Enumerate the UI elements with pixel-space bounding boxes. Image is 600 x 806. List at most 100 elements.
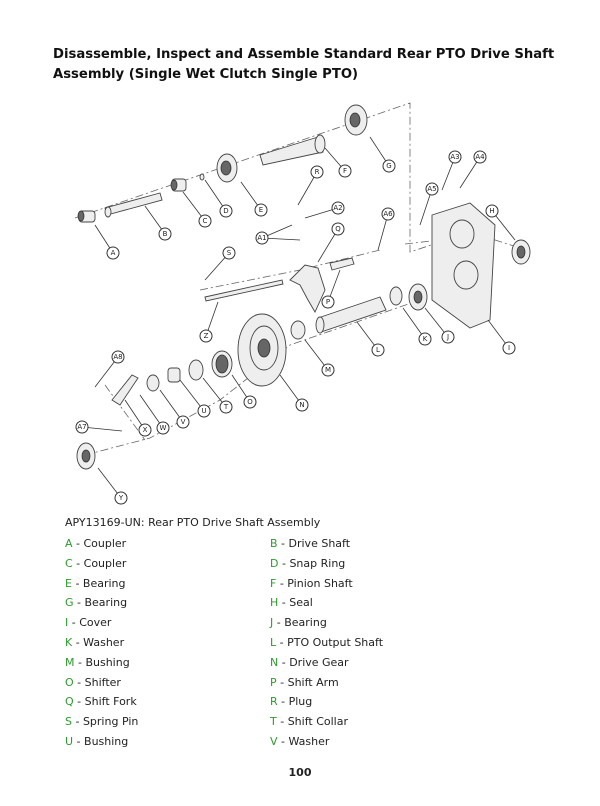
bearing-j	[408, 283, 428, 311]
legend-key: I	[65, 616, 69, 630]
legend-key: L	[270, 635, 277, 649]
legend-item: U - Bushing	[65, 734, 270, 754]
svg-text:A8: A8	[113, 353, 122, 361]
svg-text:N: N	[299, 401, 304, 409]
callout-q: Q	[331, 222, 345, 236]
legend-key: B	[270, 537, 278, 550]
legend-item: P - Shift Arm	[270, 675, 475, 695]
legend-key: H	[270, 596, 279, 610]
callout-a7: A7	[75, 420, 89, 434]
coupler-c	[170, 178, 187, 192]
legend-item: I - Cover	[65, 615, 270, 635]
legend-label: - Shifter	[73, 675, 121, 689]
legend-label: - Coupler	[72, 556, 127, 570]
legend-item: D - Snap Ring	[270, 556, 475, 576]
callout-a8: A8	[111, 350, 125, 364]
legend-label: - Shift Fork	[73, 695, 137, 709]
legend-key: C	[65, 556, 73, 570]
svg-text:Q: Q	[335, 225, 341, 233]
legend-item: O - Shifter	[65, 675, 270, 695]
callout-m: M	[321, 363, 335, 377]
callout-b: B	[158, 227, 172, 241]
legend-key: O	[65, 675, 74, 689]
legend-key: U	[65, 734, 74, 748]
svg-text:A2: A2	[333, 204, 342, 212]
leader-lines	[81, 136, 516, 499]
callout-x: X	[138, 423, 152, 437]
svg-text:A7: A7	[77, 423, 86, 431]
washer-v	[146, 374, 160, 392]
legend-row: S - Spring Pin T - Shift Collar	[65, 714, 485, 734]
legend-key: K	[65, 635, 73, 649]
legend-label: - Cover	[68, 616, 112, 630]
callout-w: W	[156, 421, 170, 435]
legend-item: E - Bearing	[65, 576, 270, 596]
callout-z: Z	[199, 329, 213, 343]
svg-text:D: D	[223, 207, 228, 215]
callout-d: D	[219, 204, 233, 218]
legend-item: H - Seal	[270, 595, 475, 615]
callout-r: R	[310, 165, 324, 179]
svg-text:H: H	[489, 207, 494, 215]
legend-label: - Spring Pin	[71, 715, 139, 729]
callout-a5: A5	[425, 182, 439, 196]
svg-text:O: O	[247, 398, 253, 406]
svg-text:P: P	[326, 298, 330, 306]
callout-e: E	[254, 203, 268, 217]
legend-item: A - Coupler	[65, 536, 270, 556]
svg-text:A4: A4	[475, 153, 485, 161]
lever-x	[111, 374, 139, 406]
coupler-a	[77, 210, 96, 223]
svg-text:A3: A3	[450, 153, 459, 161]
legend-label: - Shift Arm	[276, 675, 339, 689]
pto-output-shaft	[315, 296, 387, 334]
legend-item: F - Pinion Shaft	[270, 576, 475, 596]
legend-label: - Bearing	[273, 616, 327, 630]
legend-item: T - Shift Collar	[270, 714, 475, 734]
callout-h: H	[485, 204, 499, 218]
callout-j: J	[441, 330, 455, 344]
legend-key: M	[65, 655, 75, 669]
page-title: Disassemble, Inspect and Assemble Standa…	[53, 47, 555, 82]
legend-item: V - Washer	[270, 734, 475, 754]
legend-key: Q	[65, 695, 74, 709]
svg-text:B: B	[163, 230, 168, 238]
svg-text:T: T	[223, 403, 229, 411]
figure-caption: APY13169-UN: Rear PTO Drive Shaft Assemb…	[65, 516, 321, 529]
legend-item: Q - Shift Fork	[65, 694, 270, 714]
callout-o: O	[243, 395, 257, 409]
legend-label: - Drive Shaft	[277, 537, 351, 550]
legend-label: - Washer	[72, 635, 125, 649]
legend-label: - Washer	[277, 734, 330, 748]
washer-k	[389, 286, 403, 306]
legend-label: - Coupler	[72, 537, 127, 550]
legend-key: S	[65, 715, 72, 729]
callout-g: G	[382, 159, 396, 173]
legend-key: N	[270, 655, 279, 669]
exploded-diagram: A B C D E F G H I J K L M N O P Q R S T …	[74, 102, 531, 505]
legend-label: - PTO Output Shaft	[276, 635, 384, 649]
callout-a2: A2	[331, 201, 345, 215]
drive-gear	[237, 313, 287, 387]
svg-text:A5: A5	[427, 185, 436, 193]
legend-item: K - Washer	[65, 635, 270, 655]
svg-text:J: J	[446, 333, 449, 341]
bearing-g	[344, 104, 368, 136]
callout-k: K	[418, 332, 432, 346]
legend-item: C - Coupler	[65, 556, 270, 576]
callout-a3: A3	[448, 150, 462, 164]
shifter	[211, 350, 233, 378]
svg-text:K: K	[423, 335, 428, 343]
snap-ring	[199, 173, 205, 181]
svg-text:U: U	[201, 407, 206, 415]
page-number: 100	[288, 766, 312, 779]
callout-p: P	[321, 295, 335, 309]
legend-key: T	[270, 715, 277, 729]
legend-item: G - Bearing	[65, 595, 270, 615]
seal-h	[511, 239, 531, 265]
